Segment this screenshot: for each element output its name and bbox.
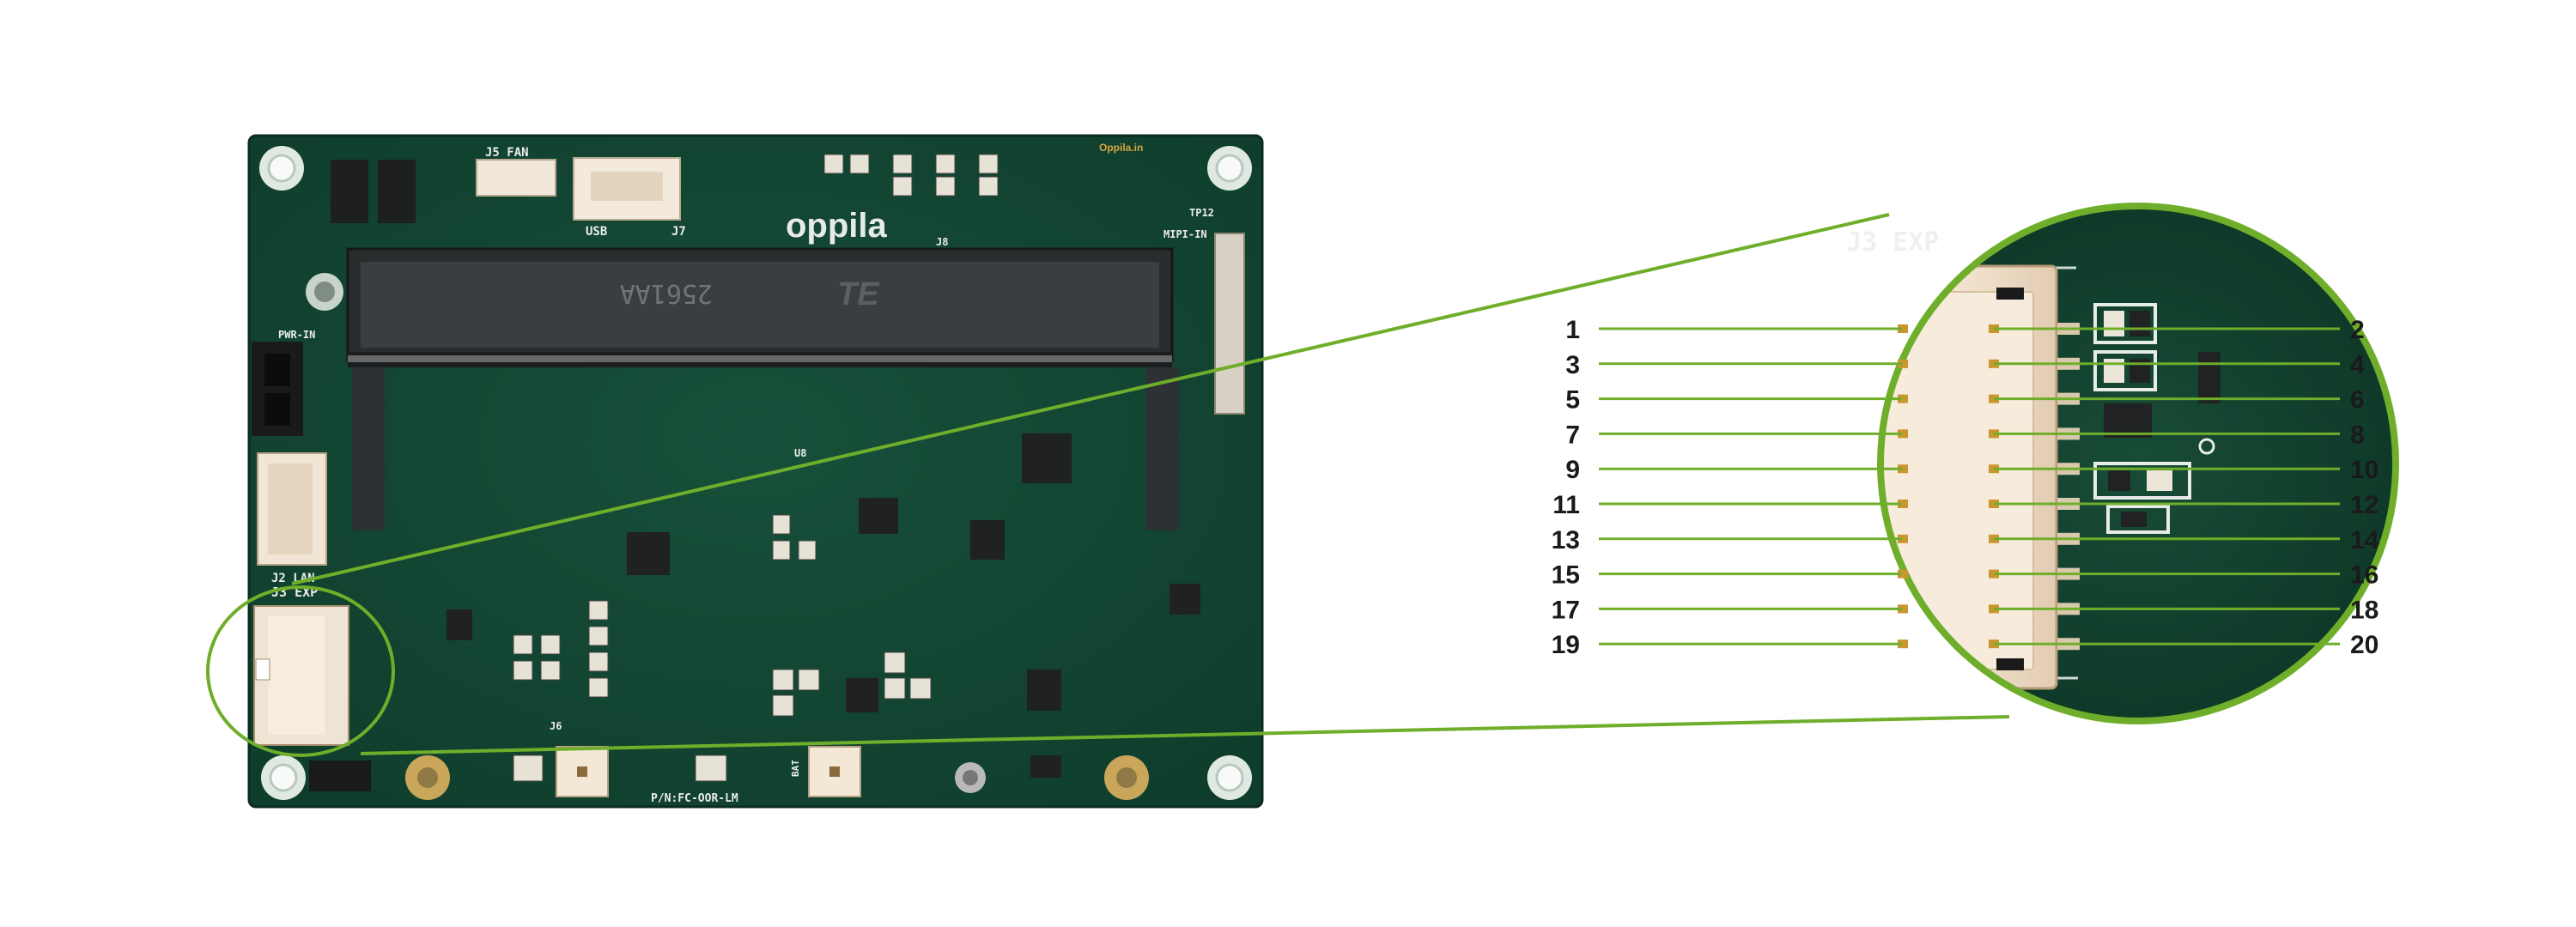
pin-contact — [1898, 500, 1908, 508]
pin-label-left: 1 — [1565, 316, 1580, 344]
pwr-in-label: PWR-IN — [278, 329, 315, 341]
j6-label: J6 — [550, 720, 562, 732]
pin-label-left: 11 — [1552, 491, 1580, 519]
module-logo: TE — [837, 276, 880, 312]
module-socket: 2561AA TE — [346, 247, 1179, 530]
pin-contact — [1898, 534, 1908, 543]
mipi-in-label: MIPI-IN — [1163, 228, 1207, 240]
pin-contact — [1898, 464, 1908, 474]
mipi-connector — [1214, 233, 1245, 415]
pin-contact — [1898, 429, 1908, 439]
pin-contact — [1898, 639, 1908, 649]
j3-highlight-ring — [206, 585, 395, 757]
pin-contact — [1898, 569, 1908, 579]
pin-label-left: 5 — [1565, 386, 1580, 415]
pin-label-left: 19 — [1552, 631, 1580, 659]
pin-label-right: 14 — [2350, 526, 2379, 554]
brand-logo: oppila — [786, 207, 888, 245]
zoom-callout-lines — [291, 213, 2010, 755]
pin-label-left: 17 — [1552, 596, 1580, 624]
pin-contact — [1898, 324, 1908, 333]
module-connector-text: 2561AA — [620, 278, 713, 308]
pin-label-right: 20 — [2350, 631, 2379, 659]
pin-contact — [1898, 604, 1908, 614]
part-number-label: P/N:FC-OOR-LM — [651, 792, 738, 805]
j3-connector-board — [253, 605, 349, 746]
pin-label-left: 15 — [1552, 561, 1580, 590]
pin-label-right: 4 — [2350, 351, 2365, 379]
pin-label-right: 18 — [2350, 596, 2379, 624]
pin-label-right: 6 — [2350, 386, 2365, 415]
usb-label: USB — [586, 225, 607, 239]
brand-mark: Oppila.in — [1099, 142, 1143, 154]
zoom-view: J3 EXP — [1846, 203, 2399, 724]
mounting-holes — [259, 146, 1252, 800]
j8-label: J8 — [936, 236, 948, 248]
pin-label-left: 13 — [1552, 526, 1580, 554]
pin-label-right: 2 — [2350, 316, 2365, 344]
pin-label-right: 12 — [2350, 491, 2379, 519]
pin-label-left: 3 — [1565, 351, 1580, 379]
tp12-label: TP12 — [1189, 207, 1214, 219]
u8-label: U8 — [794, 447, 806, 459]
pin-label-right: 16 — [2350, 561, 2379, 590]
pin-label-left: 9 — [1565, 456, 1580, 484]
pin-contact — [1898, 359, 1908, 368]
pcb-board: 2561AA TE MIPI-IN TP12 J5 FAN USB J7 J8 … — [247, 134, 1264, 809]
fan-connector — [476, 159, 556, 197]
pin-label-right: 10 — [2350, 456, 2379, 484]
board-components — [309, 154, 1200, 791]
fan-label: J5 FAN — [485, 146, 529, 160]
j7-label: J7 — [671, 225, 686, 239]
pin-label-right: 8 — [2350, 421, 2365, 449]
zoom-title: J3 EXP — [1846, 227, 1939, 258]
bat-label: BAT — [790, 760, 801, 777]
pin-label-left: 7 — [1565, 421, 1580, 449]
pin-contact — [1898, 394, 1908, 403]
